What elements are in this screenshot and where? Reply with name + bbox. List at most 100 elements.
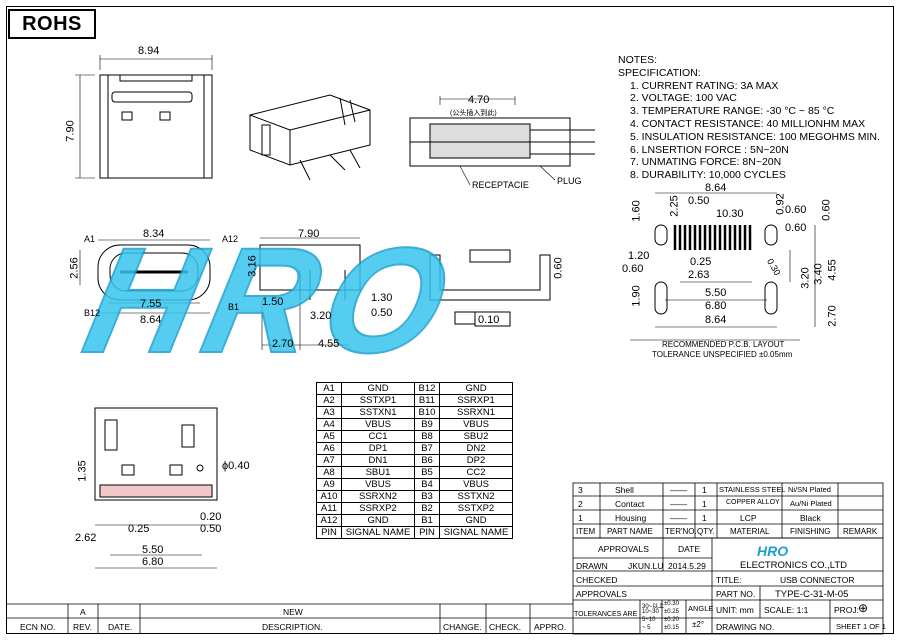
spec-item: 2. VOLTAGE: 100 VAC [630, 92, 737, 105]
signal-cell: GND [439, 514, 513, 527]
isometric-view [249, 94, 371, 181]
dim-pcb-270: 2.70 [826, 305, 839, 327]
signal-cell: GND [341, 514, 415, 527]
rev-header-appro: APPRO. [534, 622, 567, 632]
rev-header-description: DESCRIPTION. [262, 622, 323, 632]
tb-drawn-date: 2014.5.29 [668, 561, 706, 571]
dim-side2-316: 3.16 [246, 255, 259, 277]
dim-pcb-680: 6.80 [705, 300, 727, 312]
dim-pcb-025: 0.25 [690, 256, 712, 268]
pcb-layout [630, 192, 816, 341]
spec-item: 1. CURRENT RATING: 3A MAX [630, 79, 779, 92]
signal-cell: DP1 [341, 442, 415, 455]
bottom-view [94, 407, 218, 569]
pin-cell: B2 [414, 502, 440, 515]
spec-item: 4. CONTACT RESISTANCE: 40 MILLIONHM MAX [630, 117, 866, 130]
dim-pcb-455: 4.55 [826, 259, 839, 281]
pcb-tolerance-label: TOLERANCE UNSPECIFIED ±0.05mm [652, 350, 793, 359]
pin-cell: A11 [316, 502, 342, 515]
dim-side2-790: 7.90 [298, 228, 320, 240]
signal-cell: GND [439, 382, 513, 395]
top-view [75, 55, 213, 179]
signal-cell: DN2 [439, 442, 513, 455]
pin-cell: PIN [316, 526, 342, 539]
signal-cell: DN1 [341, 454, 415, 467]
dim-pcb-190: 1.90 [630, 285, 643, 307]
tb-proj: PROJ: [834, 605, 860, 615]
dim-pcb-263: 2.63 [688, 269, 710, 281]
signal-cell: SSRXN1 [439, 406, 513, 419]
dim-pcb-060a: 0.60 [785, 204, 807, 216]
signal-cell: SSRXP2 [341, 502, 415, 515]
dim-top-height: 7.90 [64, 120, 77, 142]
bom-part-housing: Housing [615, 513, 647, 523]
rev-value: A [80, 607, 86, 617]
pin-cell: A8 [316, 466, 342, 479]
dim-pcb-320: 3.20 [799, 267, 812, 289]
side-section-view [409, 96, 595, 186]
signal-cell: SSRXP1 [439, 394, 513, 407]
dim-pcb-864b: 8.64 [705, 314, 727, 326]
tb-checked: CHECKED [576, 575, 618, 585]
signal-cell: SSTXN2 [439, 490, 513, 503]
pin-cell: A6 [316, 442, 342, 455]
tb-date: DATE [678, 544, 701, 554]
bom-finish-3: Ni/SN Plated [788, 485, 831, 494]
pin-cell: B9 [414, 418, 440, 431]
tb-part-no: TYPE-C-31-M-05 [775, 589, 849, 600]
bom-material-2: COPPER ALLOY [726, 499, 780, 506]
signal-cell: VBUS [341, 418, 415, 431]
dim-side-470: 4.70 [468, 94, 490, 106]
rev-description: NEW [283, 607, 303, 617]
pin-cell: A10 [316, 490, 342, 503]
tb-drawn-by: JKUN.LU [628, 561, 664, 571]
signal-cell: SBU1 [341, 466, 415, 479]
drawing-sheet [6, 6, 894, 634]
tb-scale: SCALE: 1:1 [764, 605, 809, 615]
dim-pcb-060b: 0.60 [820, 199, 833, 221]
dim-pcb-060c: 0.60 [785, 222, 807, 234]
dim-top-width: 8.94 [138, 45, 160, 57]
bom-material-1: LCP [740, 513, 757, 523]
tb-tol-range: 30~以上 [642, 604, 665, 610]
signal-cell: SIGNAL NAME [341, 526, 415, 539]
rev-header-ecn: ECN NO. [20, 622, 56, 632]
tb-tol-value: ±0.30 [664, 601, 679, 607]
bom-material-3: STAINLESS STEEL [719, 485, 786, 494]
spec-heading: SPECIFICATION: [618, 66, 701, 79]
label-b12: B12 [84, 308, 101, 318]
dim-bot-050: 0.50 [200, 523, 222, 535]
bom-finish-2: Au/Ni Plated [790, 499, 832, 508]
pin-cell: PIN [414, 526, 440, 539]
dim-side2-130: 1.30 [371, 292, 393, 304]
dim-front-256: 2.56 [68, 257, 81, 279]
pin-cell: B11 [414, 394, 440, 407]
pin-cell: B4 [414, 478, 440, 491]
tb-part-label: PART NO. [716, 589, 756, 599]
label-a12: A12 [222, 234, 239, 244]
bom-item-3: 3 [578, 485, 583, 495]
bom-ter-2: —— [670, 499, 687, 509]
signal-cell: VBUS [341, 478, 415, 491]
bom-item-1: 1 [578, 513, 583, 523]
rohs-label: ROHS [8, 9, 96, 39]
spec-item: 6. LNSERTION FORCE : 5N~20N [630, 143, 789, 156]
bom-qty-2: 1 [702, 499, 707, 509]
dim-bot-040: ϕ0.40 [222, 460, 250, 472]
signal-cell: CC1 [341, 430, 415, 443]
notes-heading: NOTES: [618, 54, 658, 66]
bom-qty-1: 1 [702, 513, 707, 523]
pin-cell: A7 [316, 454, 342, 467]
dim-pcb-1030: 10.30 [716, 208, 744, 220]
tb-approvals: APPROVALS [598, 544, 649, 554]
dim-side2-150: 1.50 [262, 296, 284, 308]
signal-cell: VBUS [439, 418, 513, 431]
specification-notes: NOTES: SPECIFICATION: 1. CURRENT RATING:… [618, 54, 880, 182]
